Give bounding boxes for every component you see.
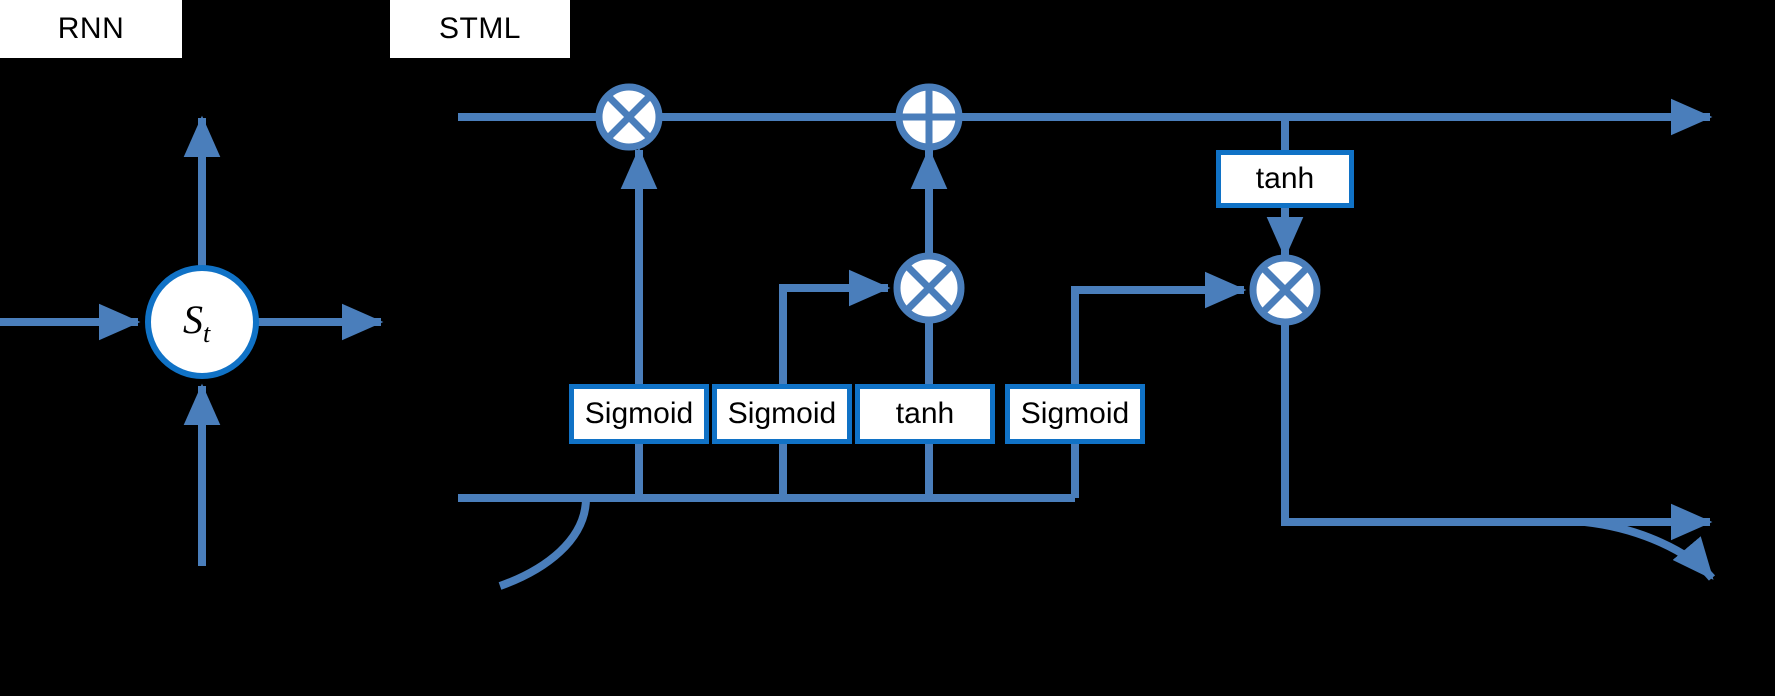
candidate-gate-box[interactable]: tanh [855,384,995,444]
hidden-state-input-curve [498,497,590,590]
forget-multiply-op [595,83,663,151]
input-multiply-op [893,252,965,324]
lstm-title-box: STML [390,0,570,58]
rnn-state-label: St [183,300,210,347]
input-gate-box[interactable]: Sigmoid [712,384,852,444]
hidden-state-output-path [1281,324,1713,541]
rnn-state-subscript: t [203,319,211,348]
rnn-title-box: RNN [0,0,182,58]
rnn-panel [0,115,384,566]
input-gate-to-multiply-path [779,269,891,384]
lstm-panel [458,83,1716,590]
rnn-state-symbol: S [183,297,203,342]
output-multiply-op [1249,254,1321,326]
cell-add-op [895,83,963,151]
hidden-state-output-curve [1584,518,1716,581]
output-gate-to-multiply-path [1071,271,1247,384]
output-gate-box[interactable]: Sigmoid [1005,384,1145,444]
cell-tanh-box[interactable]: tanh [1216,150,1354,208]
rnn-state-node [145,265,259,379]
forget-gate-box[interactable]: Sigmoid [569,384,709,444]
